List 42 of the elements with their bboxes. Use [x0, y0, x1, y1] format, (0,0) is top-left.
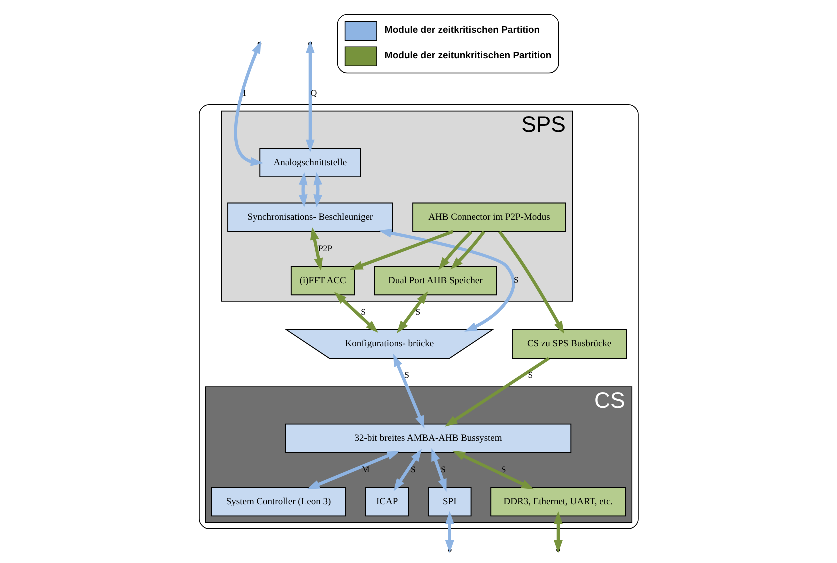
arrow: [310, 227, 323, 272]
node-box: Analogschnittstelle: [259, 148, 361, 178]
edge-label: M: [362, 464, 370, 474]
arrow: [438, 230, 472, 270]
legend-label: Module der zeitunkritischen Partition: [384, 50, 552, 62]
arrow: [306, 451, 400, 490]
edge-label: S: [410, 464, 416, 474]
cluster: [198, 104, 638, 530]
edge-label: S: [514, 275, 518, 286]
node-box: DDR3, Ethernet, UART, etc.: [490, 487, 626, 517]
arrow: [392, 354, 424, 429]
node-box: Dual Port AHB Speicher: [374, 266, 497, 296]
edge-label: I: [242, 88, 246, 98]
node-box: AHB Connector im P2P-Modus: [412, 202, 566, 232]
edge-label: S: [440, 464, 446, 474]
arrow: [498, 230, 564, 334]
edge-label: S: [500, 464, 506, 474]
node-box: System Controller (Leon 3): [210, 487, 346, 517]
node-box: ICAP: [364, 487, 409, 517]
arrow: [396, 292, 428, 334]
arrow: [334, 292, 378, 334]
edge-label: S: [415, 306, 420, 317]
edge-label: P2P: [318, 243, 332, 254]
edge-label: Q: [310, 88, 317, 98]
edge-label: S: [404, 370, 410, 380]
arrow: [450, 231, 485, 270]
arrow: [298, 172, 308, 208]
node-box: 32-bit breites AMBA-AHB Bussystem: [284, 424, 572, 454]
arrow: [444, 357, 550, 427]
arrow: [378, 228, 515, 332]
arrow: [452, 450, 534, 490]
arrow: [393, 449, 422, 492]
node-box: SPI: [428, 487, 472, 517]
edge-label: S: [528, 370, 533, 380]
arrow: [431, 448, 446, 492]
arrow: [350, 230, 454, 270]
edge-label: S: [360, 306, 366, 317]
arrow: [313, 172, 322, 208]
node-box: Synchronisations- Beschleuniger: [227, 202, 393, 232]
node-box: (i)FFT ACC: [290, 266, 355, 296]
node-box: CS zu SPS Busbrücke: [512, 330, 627, 359]
legend-label: Module der zeitkritischen Partition: [384, 24, 540, 36]
